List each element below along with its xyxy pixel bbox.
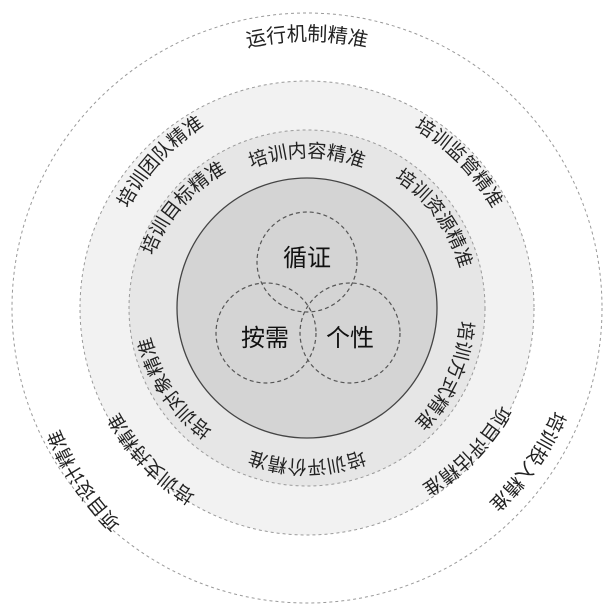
core-label-top: 循证 [283,244,331,272]
venn-circle-top [256,211,358,313]
core-label-right: 个性 [326,324,374,352]
core-label-left: 按需 [241,324,289,352]
venn-circle-left [215,282,317,384]
venn-circle-right [299,282,401,384]
